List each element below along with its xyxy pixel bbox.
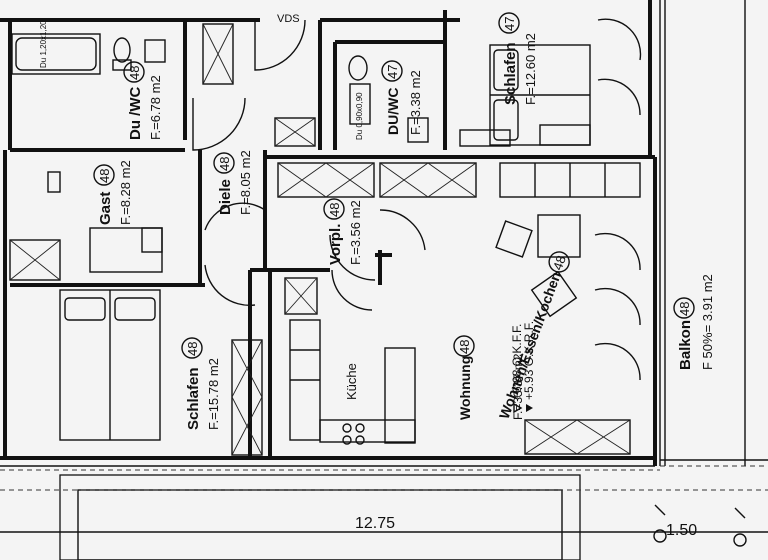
doors xyxy=(192,18,642,381)
room-duwc-48: Du /WC 48 F.=6.78 m2 xyxy=(123,61,163,140)
room-name: Schlafen xyxy=(185,367,202,430)
room-area: F.=8.28 m2 xyxy=(118,160,133,225)
room-number: 48 xyxy=(127,66,142,80)
dim-width-balcony: 1.50 xyxy=(666,522,697,539)
room-schlafen-48: Schlafen 48 F.=15.78 m2 xyxy=(181,337,221,430)
room-name: Schlafen xyxy=(502,42,519,105)
dimensions: 12.75 1.50 xyxy=(0,474,768,560)
room-area: F.=3.38 m2 xyxy=(408,70,423,135)
fixtures xyxy=(9,23,641,456)
room-area: F.=33.37 m2 xyxy=(511,353,525,420)
room-name: Wohnung xyxy=(457,356,473,420)
room-duwc-47: DU/WC 47 F.=3.38 m2 xyxy=(381,60,423,135)
label-kueche: Küche xyxy=(344,363,359,400)
room-number: 48 xyxy=(550,253,569,272)
room-number: 48 xyxy=(677,302,692,316)
dim-width-main: 12.75 xyxy=(355,515,395,532)
room-balkon-48: Balkon 48 F 50%= 3.91 m2 xyxy=(673,274,715,370)
room-area: F.=6.78 m2 xyxy=(148,75,163,140)
level-bottom: +5.93 O.K.R.F. xyxy=(522,321,536,400)
room-area: F.=3.56 m2 xyxy=(348,200,363,265)
room-number: 48 xyxy=(457,340,472,354)
room-name: Gast xyxy=(97,192,114,225)
room-wohnung-48: Wohnung 48 F.=33.37 m2 xyxy=(453,335,525,420)
room-number: 48 xyxy=(185,342,200,356)
level-markers: +6.08 O.K.F.F. +5.93 O.K.R.F. xyxy=(510,321,536,414)
room-number: 48 xyxy=(217,157,232,171)
room-vorpl-48: Vorpl. 48 F.=3.56 m2 xyxy=(323,198,363,265)
room-number: 47 xyxy=(502,17,517,31)
room-name: Balkon xyxy=(677,320,694,370)
room-name: Diele xyxy=(217,179,234,215)
room-area: F.=12.60 m2 xyxy=(523,33,538,105)
label-shower47: Du 0,90x0,90 xyxy=(355,92,364,140)
room-name: DU/WC xyxy=(385,88,401,135)
room-number: 48 xyxy=(327,203,342,217)
room-schlafen-47: Schlafen 47 F.=12.60 m2 xyxy=(498,12,538,105)
label-vds: VDS xyxy=(277,13,300,25)
room-area: F.=8.05 m2 xyxy=(238,150,253,215)
label-tub: Du 1,20x1,20 xyxy=(39,20,48,68)
room-area: F.=15.78 m2 xyxy=(206,358,221,430)
room-name: Du /WC xyxy=(127,87,144,140)
room-number: 47 xyxy=(385,65,400,79)
room-gast-48: Gast 48 F.=8.28 m2 xyxy=(93,160,133,225)
room-name: Vorpl. xyxy=(327,224,344,265)
room-diele-48: Diele 48 F.=8.05 m2 xyxy=(213,150,253,215)
level-top: +6.08 O.K.F.F. xyxy=(510,324,524,400)
room-number: 48 xyxy=(97,169,112,183)
room-area: F 50%= 3.91 m2 xyxy=(700,274,715,370)
